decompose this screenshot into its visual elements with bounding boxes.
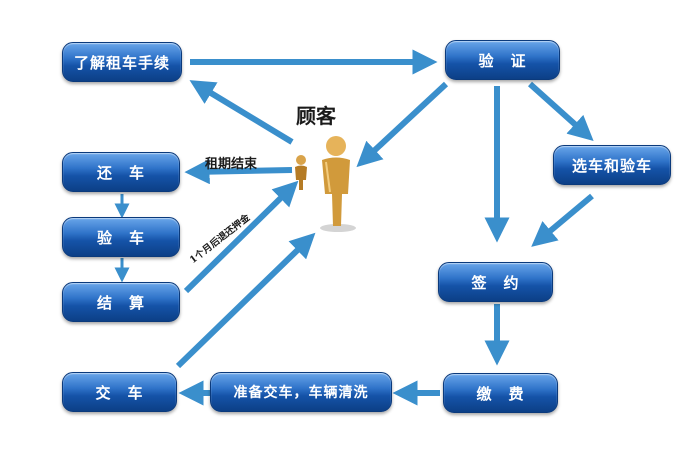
customer-label: 顾客 (296, 104, 336, 128)
arrow-deliver-to-customer (175, 232, 316, 369)
arrow-verify-to-select (527, 81, 594, 142)
arrow-settle-to-customer (183, 180, 299, 294)
node-select-inspect-car: 选车和验车 (553, 145, 671, 185)
node-sign-contract: 签 约 (438, 262, 553, 302)
lease-end-label: 租期结束 (205, 157, 258, 172)
arrow-customer-to-understand (189, 80, 294, 145)
node-verify: 验 证 (445, 40, 560, 80)
arrow-lease-end-to-return (184, 159, 293, 185)
node-deliver-car: 交 车 (62, 372, 177, 412)
node-inspect-car: 验 车 (62, 217, 180, 257)
node-prepare-car: 准备交车，车辆清洗 (210, 372, 392, 412)
node-return-car: 还 车 (62, 152, 180, 192)
customer-figures-icon (295, 136, 356, 232)
node-settle: 结 算 (62, 282, 180, 322)
node-understand-procedure: 了解租车手续 (62, 42, 182, 82)
node-pay-fee: 缴 费 (443, 373, 558, 413)
arrow-select-to-sign (531, 193, 594, 247)
arrow-verify-to-customer (356, 81, 449, 168)
